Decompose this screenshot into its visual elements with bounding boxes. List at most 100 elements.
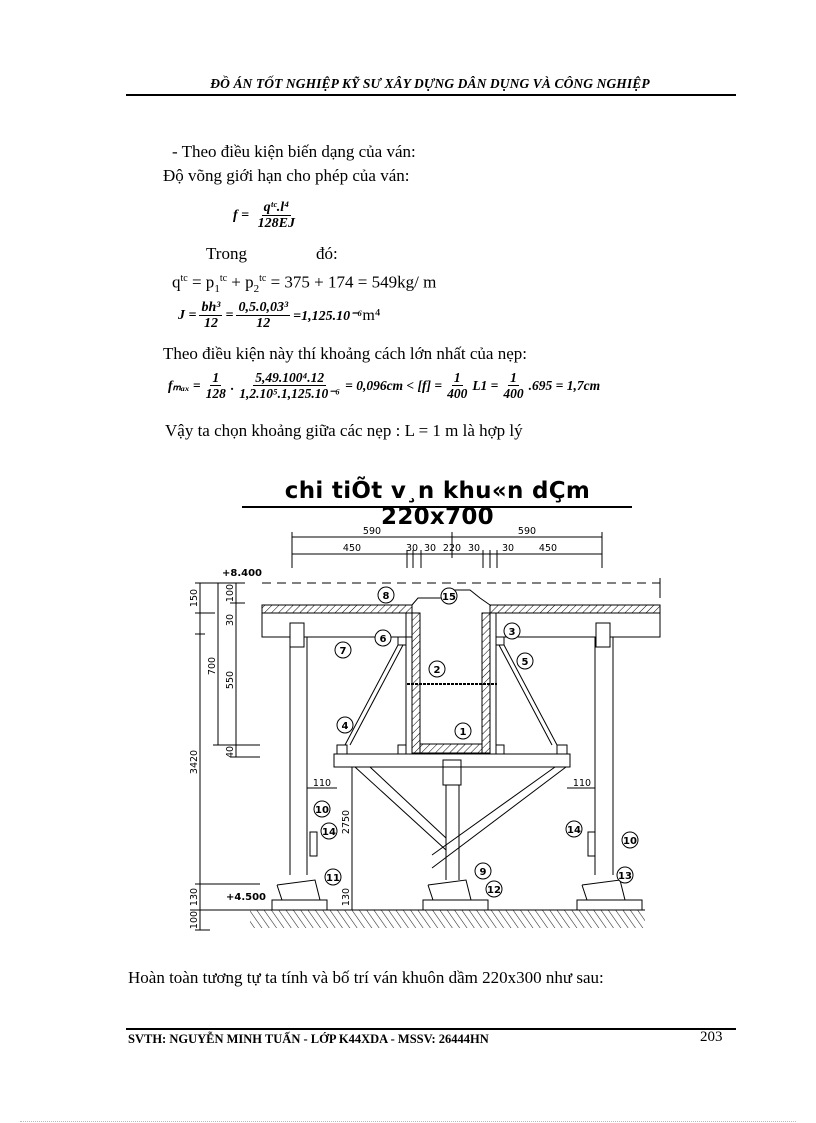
fmax-d2: 1,2.10⁵.1,125.10⁻⁶	[239, 386, 341, 401]
dim-30-b: 30	[424, 543, 436, 554]
p1-sub: 1	[214, 283, 220, 296]
text-do: đó:	[316, 244, 338, 263]
q-symbol: q	[172, 272, 181, 292]
fmax-n2: 5,49.100⁴.12	[253, 370, 327, 386]
dim-220: 220	[443, 543, 461, 554]
callout-6: 6	[380, 634, 387, 645]
dim-700: 700	[207, 657, 218, 675]
fmax-mid: = 0,096cm < [f] =	[345, 378, 443, 393]
text-trong: Trong	[206, 244, 247, 263]
p2-sub: 2	[253, 283, 260, 296]
q-sup: tc	[180, 273, 188, 284]
drawing-title: chi tiÕt v¸n khu«n dÇm 220x700	[284, 478, 591, 530]
callout-5: 5	[522, 657, 529, 668]
fmax-lhs: fₘₐₓ =	[168, 378, 201, 393]
text-deformation-condition: - Theo điều kiện biến dạng của ván:	[172, 142, 416, 161]
elevation-bottom: +4.500	[226, 892, 266, 903]
J-lhs: J =	[178, 308, 197, 323]
callout-1: 1	[460, 727, 467, 738]
callout-9: 9	[480, 867, 487, 878]
fmax-n3: 1	[451, 370, 463, 386]
drawing-title-underline	[242, 506, 632, 508]
callout-4: 4	[342, 721, 349, 732]
footer-rule	[126, 1028, 736, 1030]
callout-2: 2	[434, 665, 441, 676]
J-num1: bh³	[199, 300, 223, 316]
dim-100-bottom: 100	[189, 911, 200, 929]
fmax-l1: L1 =	[472, 378, 499, 393]
dim-30-d: 30	[502, 543, 514, 554]
dim-100-top: 100	[225, 584, 236, 602]
callout-10-right: 10	[623, 836, 637, 847]
dim-130-mid: 130	[341, 888, 352, 906]
p1-sup: tc	[219, 273, 228, 284]
formula-q: qtc = p1tc + p2tc = 375 + 174 = 549kg/ m	[172, 269, 436, 299]
text-condition: Theo điều kiện này thí khoảng cách lớn n…	[163, 344, 527, 363]
fmax-d3: 400	[447, 386, 468, 401]
fmax-n4: 1	[508, 370, 519, 386]
fmax-n1: 1	[210, 370, 222, 386]
formula-f-fraction: qᵗᶜ.l⁴ 128EJ	[256, 200, 297, 232]
dim-30-c: 30	[468, 543, 480, 554]
callout-12: 12	[487, 885, 501, 896]
footer-student-info: SVTH: NGUYỄN MINH TUẤN - LỚP K44XDA - MS…	[128, 1032, 489, 1046]
header-rule	[126, 94, 736, 96]
J-eq: =	[225, 308, 234, 323]
dim-550: 550	[225, 671, 236, 689]
dim-30-vert: 30	[225, 614, 236, 626]
dim-130-left: 130	[189, 888, 200, 906]
text-conclusion: Vậy ta chọn khoảng giữa các nẹp : L = 1 …	[165, 421, 523, 440]
callout-8: 8	[383, 591, 390, 602]
dim-450-left: 450	[343, 543, 361, 554]
formula-f-lhs: f =	[233, 208, 250, 224]
J-unit: m⁴	[362, 307, 381, 324]
q-eq: = p	[187, 272, 215, 292]
callout-15: 15	[442, 592, 456, 603]
q-result: = 375 + 174 = 549kg/ m	[266, 272, 437, 292]
callout-11: 11	[326, 873, 340, 884]
callout-13: 13	[618, 871, 632, 882]
dim-30-a: 30	[406, 543, 418, 554]
dim-150: 150	[189, 589, 200, 607]
dim-2750: 2750	[341, 810, 352, 834]
fmax-d4: 400	[503, 386, 524, 401]
dim-590-left: 590	[363, 526, 381, 537]
dim-40: 40	[225, 746, 236, 758]
formula-f: f = qᵗᶜ.l⁴ 128EJ	[233, 200, 300, 232]
fmax-tail: .695 = 1,7cm	[528, 378, 601, 393]
callout-10-left: 10	[315, 805, 329, 816]
formula-f-num: qᵗᶜ.l⁴	[261, 200, 292, 216]
J-den1: 12	[203, 316, 218, 331]
page-header-title: ĐỒ ÁN TỐT NGHIỆP KỸ SƯ XÂY DỰNG DÂN DỤNG…	[210, 76, 650, 91]
J-result: =1,125.10⁻⁶	[293, 308, 363, 324]
callout-7: 7	[340, 646, 347, 657]
dim-3420: 3420	[189, 750, 200, 774]
dim-450-right: 450	[539, 543, 557, 554]
dim-110-right: 110	[573, 778, 591, 789]
text-after-drawing: Hoàn toàn tương tự ta tính và bố trí ván…	[128, 968, 604, 987]
J-den2: 12	[256, 316, 271, 331]
formula-f-den: 128EJ	[257, 216, 295, 231]
p2-sup: tc	[259, 273, 267, 284]
q-plus: + p	[227, 272, 254, 292]
text-deflection-limit: Độ võng giới hạn cho phép của ván:	[163, 166, 410, 185]
fmax-d1: 128	[205, 386, 226, 401]
callout-14-left: 14	[322, 827, 336, 838]
page-bottom-dotted-line	[20, 1121, 796, 1123]
callout-3: 3	[509, 627, 516, 638]
page-number: 203	[700, 1029, 723, 1045]
beam-formwork-drawing: 8 15 6 7 3 5 2 4 1 10 14 11 9 12 13 14 1…	[189, 526, 661, 931]
dim-590-right: 590	[518, 526, 536, 537]
elevation-top: +8.400	[222, 568, 262, 579]
fmax-dot: .	[230, 378, 235, 393]
J-num2: 0,5.0,03³	[236, 300, 291, 316]
dim-110-left: 110	[313, 778, 331, 789]
